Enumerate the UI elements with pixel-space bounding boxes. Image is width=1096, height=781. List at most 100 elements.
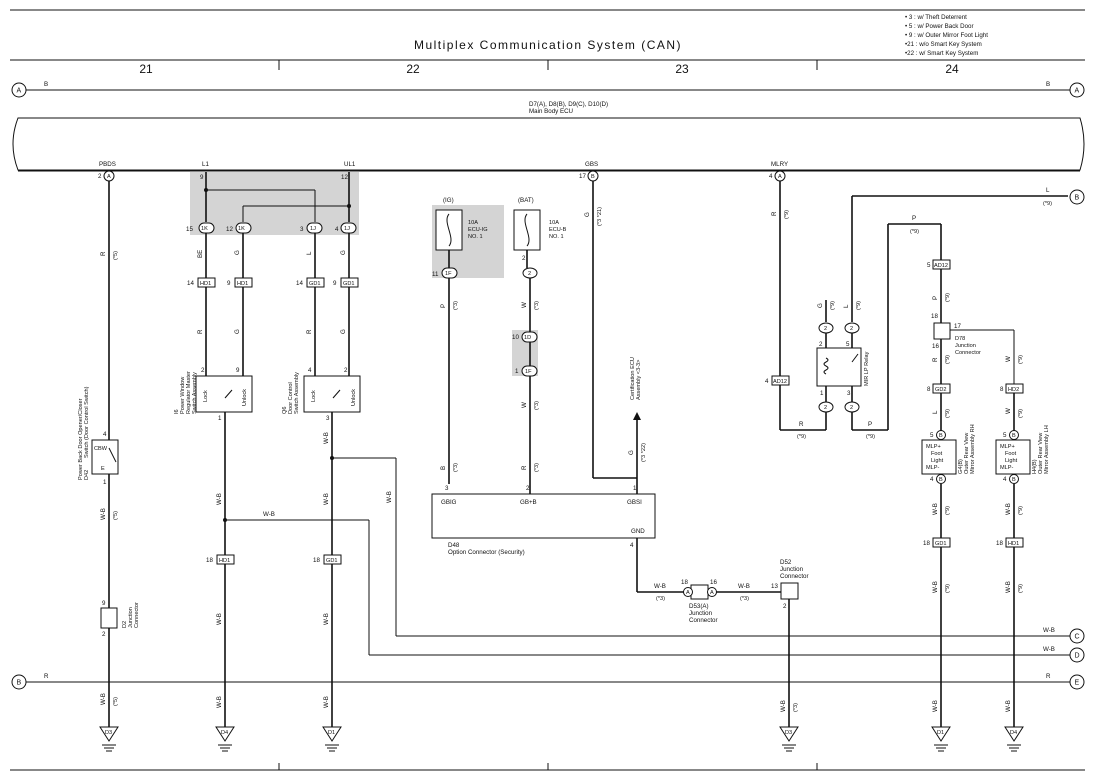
svg-text:HD1: HD1: [200, 281, 211, 287]
svg-text:2: 2: [528, 271, 531, 277]
section-number: 24: [945, 62, 959, 76]
svg-text:PBDS: PBDS: [99, 161, 116, 168]
ground-symbol: D4: [1004, 726, 1024, 752]
svg-text:A: A: [1075, 88, 1080, 95]
svg-text:MLRY: MLRY: [771, 161, 788, 168]
svg-text:GD1: GD1: [343, 281, 355, 287]
svg-text:R: R: [771, 211, 778, 216]
svg-text:R: R: [1046, 673, 1051, 680]
svg-text:P: P: [912, 215, 916, 222]
svg-text:W-B: W-B: [780, 700, 787, 712]
svg-text:(*3 *21): (*3 *21): [597, 207, 603, 226]
svg-text:Junction: Junction: [780, 566, 804, 573]
svg-text:W-B: W-B: [216, 613, 223, 625]
svg-text:(*9): (*9): [797, 434, 806, 440]
svg-text:18: 18: [206, 557, 213, 564]
svg-text:(*3): (*3): [656, 596, 665, 602]
svg-text:4: 4: [1003, 476, 1007, 483]
svg-text:G4(B): G4(B): [958, 459, 964, 474]
svg-text:(*9): (*9): [1018, 506, 1024, 515]
footnote-item: • 3 : w/ Theft Deterrent: [905, 14, 967, 21]
svg-text:NO. 1: NO. 1: [468, 234, 483, 240]
svg-text:12: 12: [341, 174, 348, 181]
svg-text:(*5): (*5): [113, 511, 119, 520]
svg-text:D53(A): D53(A): [689, 603, 709, 610]
svg-text:B: B: [939, 433, 943, 439]
svg-text:3: 3: [445, 485, 449, 492]
svg-text:Switch Assembly: Switch Assembly: [192, 372, 198, 414]
svg-text:D3: D3: [105, 730, 112, 736]
svg-text:H4(B): H4(B): [1032, 459, 1038, 474]
svg-text:10: 10: [512, 334, 519, 341]
svg-text:2: 2: [526, 485, 530, 492]
svg-text:1F: 1F: [445, 271, 452, 277]
svg-text:1J: 1J: [344, 226, 350, 232]
svg-text:9: 9: [236, 367, 240, 374]
svg-text:Regulator Master: Regulator Master: [186, 371, 192, 414]
svg-text:1: 1: [515, 368, 519, 375]
svg-text:17: 17: [579, 173, 586, 180]
svg-text:14: 14: [187, 280, 194, 287]
svg-text:5: 5: [846, 341, 850, 348]
svg-text:4: 4: [335, 226, 339, 233]
svg-text:GD1: GD1: [326, 558, 338, 564]
svg-text:R: R: [44, 673, 49, 680]
svg-text:R: R: [932, 357, 939, 362]
svg-text:Unlock: Unlock: [351, 389, 357, 406]
ecu-name: D7(A), D8(B), D9(C), D10(D): [529, 101, 608, 108]
ecu-label: Main Body ECU: [529, 108, 573, 115]
svg-text:Power Window: Power Window: [180, 376, 186, 414]
svg-text:W-B: W-B: [100, 693, 107, 705]
svg-text:5: 5: [1003, 432, 1007, 439]
svg-text:2: 2: [522, 255, 526, 262]
svg-text:P: P: [868, 421, 872, 428]
footnote-item: •22 : w/ Smart Key System: [905, 49, 979, 57]
svg-text:MLP+: MLP+: [1000, 444, 1015, 450]
svg-text:UL1: UL1: [344, 161, 356, 168]
svg-text:W-B: W-B: [386, 491, 393, 503]
svg-text:L: L: [1046, 187, 1050, 194]
svg-text:(*9): (*9): [866, 434, 875, 440]
svg-text:18: 18: [931, 313, 938, 320]
svg-text:Connector: Connector: [780, 573, 809, 580]
svg-text:(*9): (*9): [945, 355, 951, 364]
svg-text:G: G: [234, 250, 241, 255]
svg-text:W-B: W-B: [1005, 503, 1012, 515]
svg-text:D4: D4: [221, 730, 228, 736]
svg-text:R: R: [100, 251, 107, 256]
svg-text:2: 2: [201, 367, 205, 374]
svg-text:BE: BE: [197, 250, 204, 258]
svg-text:Junction: Junction: [689, 610, 713, 617]
footnote-item: • 5 : w/ Power Back Door: [905, 22, 974, 30]
svg-text:GD1: GD1: [309, 281, 321, 287]
svg-text:9: 9: [200, 174, 204, 181]
svg-text:GBS: GBS: [585, 161, 598, 168]
svg-text:(*9): (*9): [1043, 201, 1052, 207]
svg-text:12: 12: [226, 226, 233, 233]
svg-text:(*5): (*5): [113, 251, 119, 260]
svg-text:MLP+: MLP+: [926, 444, 941, 450]
svg-text:A: A: [686, 590, 690, 596]
svg-text:4: 4: [769, 173, 773, 180]
svg-text:W-B: W-B: [654, 583, 666, 590]
svg-text:Q6: Q6: [282, 407, 288, 414]
svg-text:1F: 1F: [525, 369, 532, 375]
svg-text:C: C: [1075, 634, 1080, 641]
svg-text:9: 9: [227, 280, 231, 287]
svg-text:D: D: [1075, 653, 1080, 660]
svg-text:W-B: W-B: [323, 432, 330, 444]
svg-text:(*9): (*9): [784, 210, 790, 219]
svg-text:Light: Light: [931, 458, 944, 464]
svg-text:13: 13: [771, 583, 778, 590]
svg-text:2: 2: [824, 405, 827, 411]
svg-text:18: 18: [996, 540, 1003, 547]
svg-text:Mirror Assembly LH: Mirror Assembly LH: [1044, 425, 1050, 474]
svg-text:CBW: CBW: [94, 446, 108, 452]
svg-text:Lock: Lock: [311, 390, 317, 402]
svg-text:Power Back Door Opener/Closer: Power Back Door Opener/Closer: [78, 398, 84, 480]
svg-text:D3: D3: [785, 730, 792, 736]
svg-text:1K: 1K: [238, 226, 245, 232]
svg-text:D52: D52: [780, 559, 792, 566]
svg-text:16: 16: [932, 343, 939, 350]
